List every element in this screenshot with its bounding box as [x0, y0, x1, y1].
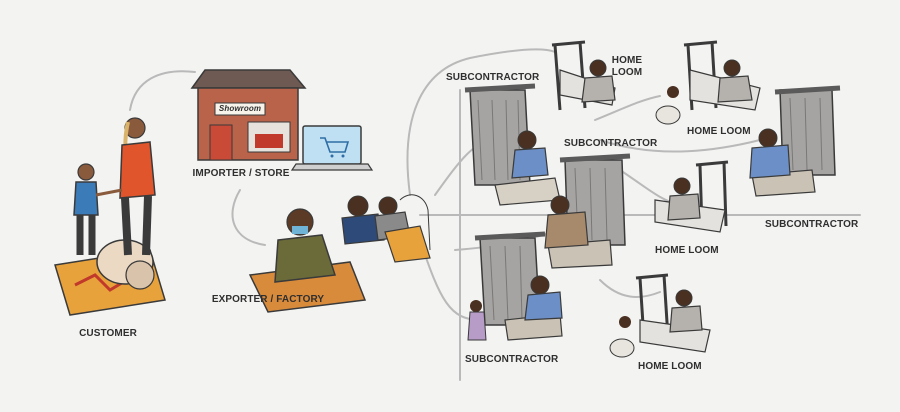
home-loom-bottom	[609, 273, 711, 358]
showroom-sign: Showroom	[218, 104, 262, 113]
label-exporter-factory: EXPORTER / FACTORY	[211, 294, 325, 305]
home-loom-middle	[654, 160, 729, 233]
label-subcontractor-bottom: SUBCONTRACTOR	[465, 354, 559, 365]
loom-bottom-left	[467, 231, 563, 341]
loom-center	[544, 153, 631, 269]
customer-illustration	[54, 117, 166, 316]
store-illustration	[190, 69, 374, 171]
loom-top-left	[464, 83, 561, 206]
factory-illustration	[248, 194, 431, 313]
label-customer: CUSTOMER	[79, 328, 137, 339]
label-subcontractor-top: SUBCONTRACTOR	[446, 72, 540, 83]
home-loom-upper-right	[655, 40, 761, 125]
home-loom-top	[551, 40, 616, 111]
loom-right	[749, 85, 841, 197]
label-subcontractor-mid: SUBCONTRACTOR	[564, 138, 658, 149]
label-home-loom-top-line1: HOME	[611, 55, 643, 66]
label-importer-store: IMPORTER / STORE	[192, 168, 290, 179]
label-subcontractor-right: SUBCONTRACTOR	[765, 219, 859, 230]
label-home-loom-middle: HOME LOOM	[655, 245, 719, 256]
label-home-loom-upper-right: HOME LOOM	[687, 126, 751, 137]
label-home-loom-bottom: HOME LOOM	[638, 361, 702, 372]
label-home-loom-top-line2: LOOM	[611, 67, 643, 78]
